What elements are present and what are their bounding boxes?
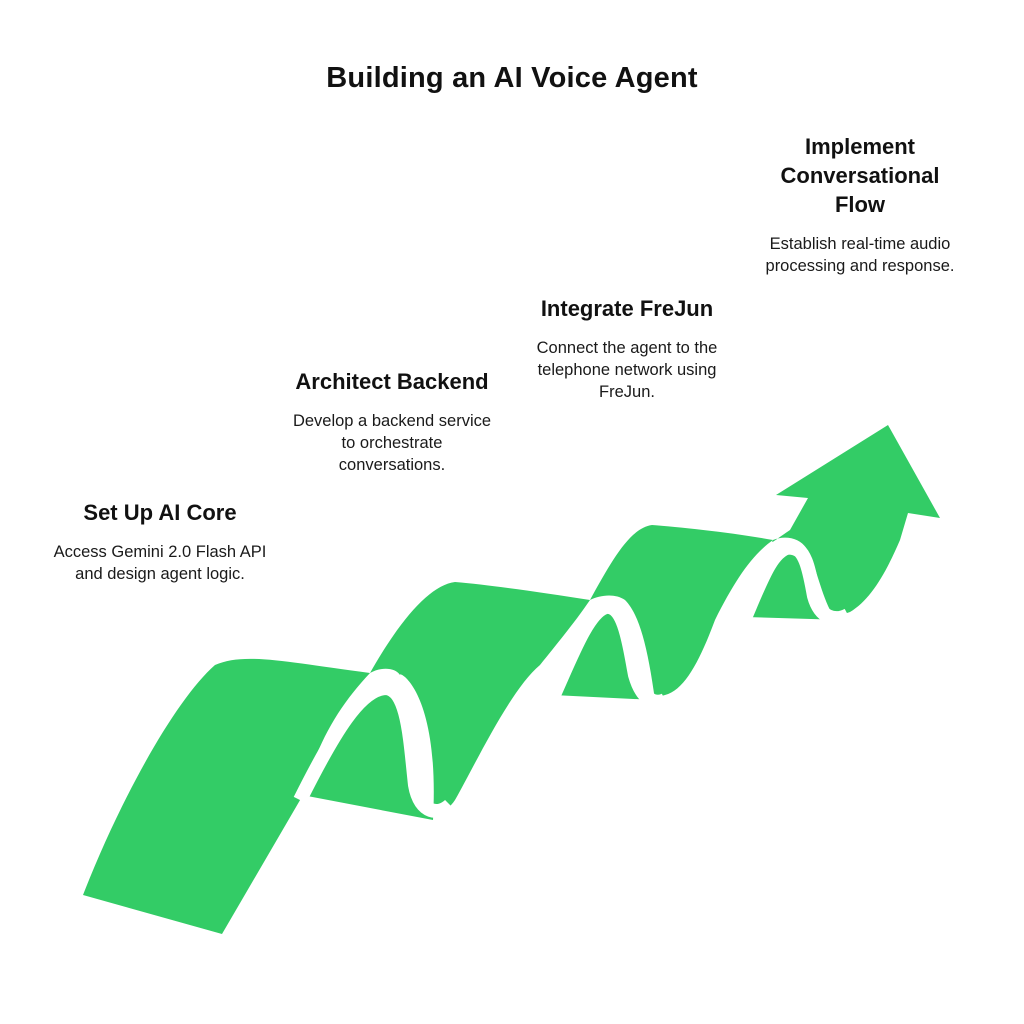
step-description: Develop a backend service to orchestrate…	[292, 412, 492, 474]
step-integrate-frejun: Integrate FreJun Connect the agent to th…	[512, 294, 742, 403]
step-description: Access Gemini 2.0 Flash API and design a…	[53, 543, 267, 583]
ribbon-fold-3	[738, 540, 852, 626]
ribbon-fold-2	[546, 600, 669, 709]
step-description: Establish real-time audio processing and…	[765, 235, 955, 275]
ribbon-segment-2	[302, 582, 590, 820]
ribbon-segment-4	[745, 425, 940, 620]
ribbon-segment-1	[83, 658, 370, 934]
step-title: Architect Backend	[295, 369, 489, 394]
step-architect-backend: Architect Backend Develop a backend serv…	[292, 367, 492, 476]
step-set-up-ai-core: Set Up AI Core Access Gemini 2.0 Flash A…	[40, 498, 280, 585]
step-description: Connect the agent to the telephone netwo…	[536, 339, 718, 401]
ribbon-segment-3	[553, 525, 773, 700]
step-title: Implement Conversational Flow	[780, 134, 940, 217]
step-title: Set Up AI Core	[83, 500, 237, 525]
step-implement-conversational-flow: Implement Conversational Flow Establish …	[760, 132, 960, 277]
page-title: Building an AI Voice Agent	[326, 62, 698, 94]
ribbon-fold-1	[293, 680, 455, 818]
step-title: Integrate FreJun	[540, 296, 714, 321]
